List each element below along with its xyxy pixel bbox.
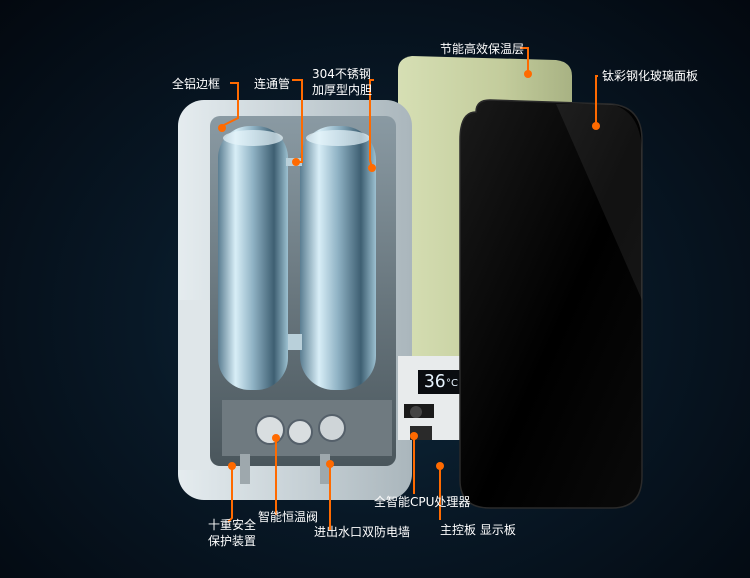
temperature-unit: °C [446,378,458,389]
thermostatic-valve [222,400,392,484]
label-anti-shock: 进出水口双防电墙 [314,525,411,539]
label-safety-line2: 保护装置 [208,534,257,548]
stainless-tanks [218,126,376,390]
label-tank-line1: 304不锈钢 [312,67,371,81]
glass-panel [459,99,643,509]
control-board [398,356,468,440]
label-safety-line1: 十重安全 [208,518,257,532]
temperature-readout: 36 [424,371,446,392]
label-cpu: 全智能CPU处理器 [374,495,471,509]
label-insulation: 节能高效保温层 [440,42,525,56]
label-board: 主控板 显示板 [440,523,516,537]
label-glass-panel: 钛彩钢化玻璃面板 [602,69,699,83]
label-frame: 全铝边框 [172,77,221,91]
label-tank-line2: 加厚型内胆 [312,83,373,97]
label-pipe: 连通管 [254,77,291,91]
callout-leaders [218,47,600,530]
label-valve: 智能恒温阀 [258,510,319,524]
